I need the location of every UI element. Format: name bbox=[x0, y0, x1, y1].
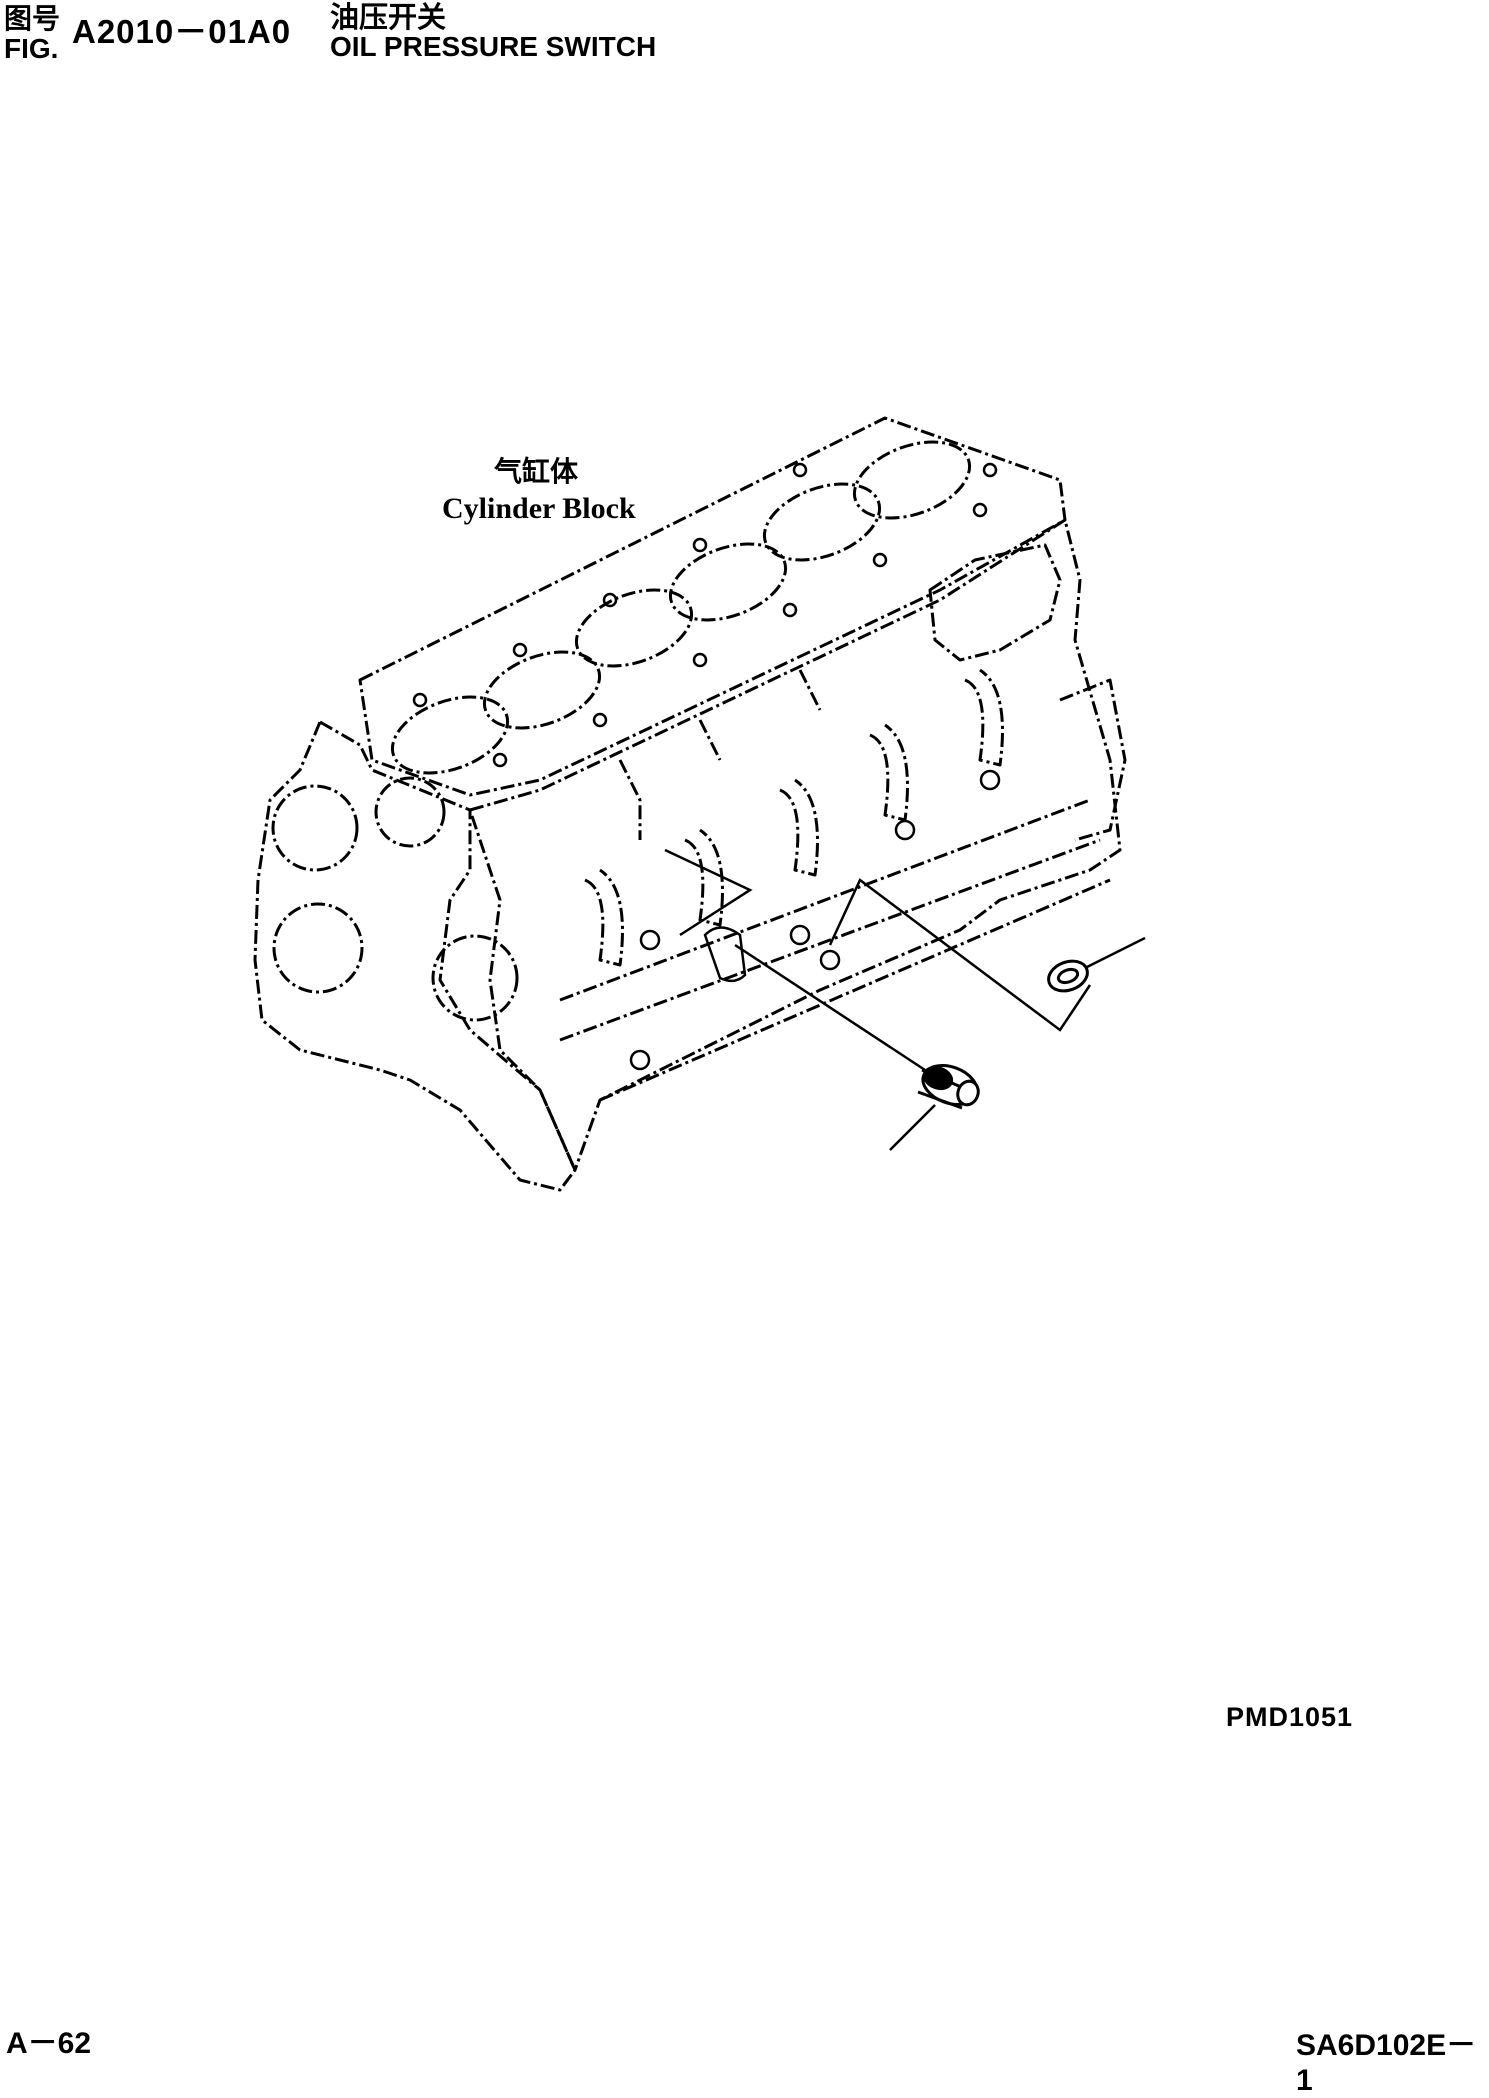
cylinder-bore-6 bbox=[852, 440, 972, 520]
boss bbox=[894, 819, 916, 841]
page-header: 图号 FIG. A2010－01A0 油压开关 OIL PRESSURE SWI… bbox=[0, 0, 1489, 80]
bolt-hole bbox=[692, 652, 708, 668]
boss bbox=[639, 929, 661, 951]
bolt-hole bbox=[982, 462, 998, 478]
front-bore-2 bbox=[374, 776, 446, 848]
component-label-english: Cylinder Block bbox=[442, 492, 636, 525]
bolt-hole bbox=[602, 592, 618, 608]
leader-line-cylinder-bosses bbox=[664, 848, 1092, 1032]
side-cross-web bbox=[618, 669, 822, 840]
model-code: SA6D102E－1 bbox=[1296, 2029, 1477, 2097]
side-rib-1 bbox=[584, 868, 624, 967]
side-rib-4 bbox=[869, 723, 909, 822]
boss bbox=[979, 769, 1001, 791]
block-top-deck bbox=[358, 416, 1067, 797]
page-number: A－62 bbox=[6, 2027, 92, 2060]
bolt-hole bbox=[792, 462, 808, 478]
title-chinese: 油压开关 bbox=[330, 2, 447, 34]
switch-mount-pad bbox=[703, 926, 747, 983]
bolt-hole bbox=[972, 502, 988, 518]
boss bbox=[819, 949, 841, 971]
figure-label: FIG. bbox=[4, 33, 59, 64]
plug-washer bbox=[1047, 959, 1089, 993]
bolt-hole bbox=[872, 552, 888, 568]
bolt-hole bbox=[492, 752, 508, 768]
cylinder-bore-4 bbox=[668, 542, 788, 622]
front-bore-1 bbox=[271, 784, 359, 872]
front-bore-3 bbox=[272, 902, 364, 994]
side-rib-3 bbox=[779, 778, 819, 877]
block-side-face bbox=[468, 518, 1122, 1172]
bolt-hole bbox=[692, 537, 708, 553]
leader-line-switch-callout bbox=[889, 1104, 936, 1151]
bolt-hole bbox=[782, 602, 798, 618]
cylinder-bore-1 bbox=[390, 695, 510, 775]
bolt-hole bbox=[412, 692, 428, 708]
block-rear-flange bbox=[1059, 678, 1127, 842]
bolt-hole bbox=[592, 712, 608, 728]
front-bore-4 bbox=[431, 934, 519, 1022]
bolt-hole bbox=[512, 642, 528, 658]
cylinder-bore-3 bbox=[574, 588, 694, 668]
drawing-code: PMD1051 bbox=[1226, 1702, 1354, 1732]
leader-line-switch bbox=[734, 943, 926, 1072]
side-rib-5 bbox=[964, 668, 1004, 767]
side-rib-2 bbox=[684, 828, 724, 927]
leader-line-plug-callout bbox=[1084, 936, 1146, 970]
figure-number: A2010－01A0 bbox=[72, 13, 292, 50]
title-english: OIL PRESSURE SWITCH bbox=[330, 31, 657, 62]
component-label-chinese: 气缸体 bbox=[494, 455, 579, 488]
boss bbox=[789, 924, 811, 946]
cylinder-bore-2 bbox=[482, 650, 602, 730]
block-rear-end bbox=[928, 543, 1062, 662]
oil-pressure-switch bbox=[917, 1064, 980, 1110]
figure-label-chinese: 图号 bbox=[4, 3, 61, 34]
cylinder-bore-5 bbox=[762, 482, 882, 562]
block-front-face bbox=[253, 720, 577, 1192]
boss bbox=[629, 1049, 651, 1071]
block-oil-rail bbox=[559, 798, 1111, 1102]
